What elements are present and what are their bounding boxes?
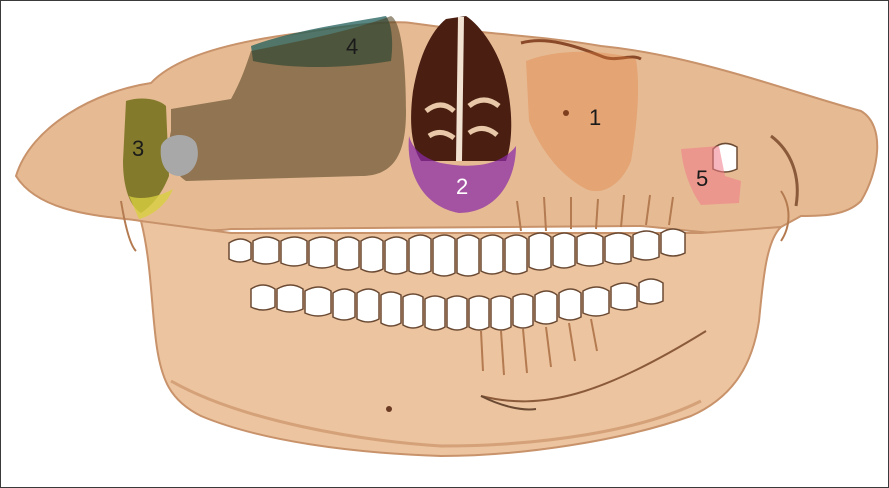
region-label-5: 5 (696, 166, 708, 191)
region-label-4: 4 (346, 34, 358, 59)
nasal-septum (459, 17, 461, 161)
region-label-1: 1 (589, 105, 601, 130)
region-label-2: 2 (456, 174, 468, 199)
mental-foramen-dot (386, 406, 392, 412)
region-label-3: 3 (132, 136, 144, 161)
